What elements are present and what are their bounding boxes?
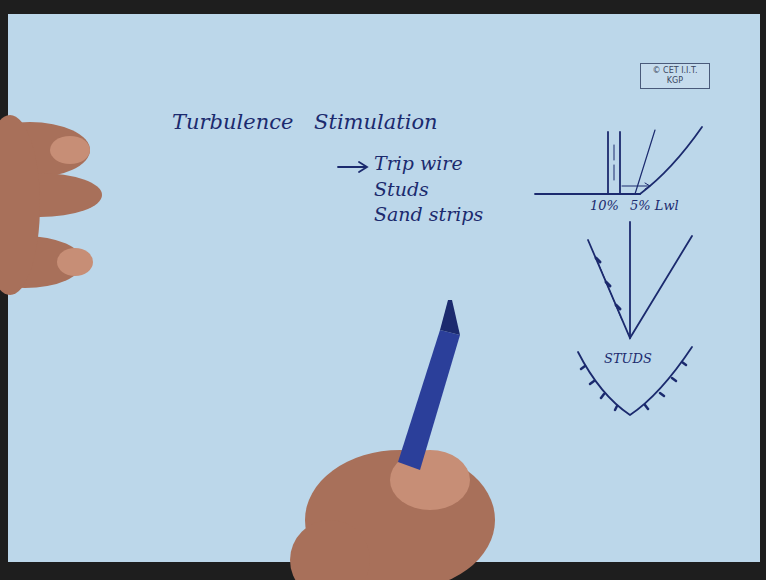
- method-label: Sand strips: [374, 204, 483, 226]
- dimension-label: 10%: [590, 199, 619, 214]
- method-label: Studs: [374, 179, 429, 201]
- dimension-label: 5% Lwl: [630, 199, 679, 214]
- copyright-stamp: © CET I.I.T. KGP: [640, 63, 710, 89]
- method-label: Trip wire: [374, 153, 463, 175]
- studs-label: STUDS: [604, 352, 652, 367]
- stamp-text: © CET I.I.T. KGP: [645, 66, 705, 85]
- slide-title: Turbulence Stimulation: [172, 110, 438, 134]
